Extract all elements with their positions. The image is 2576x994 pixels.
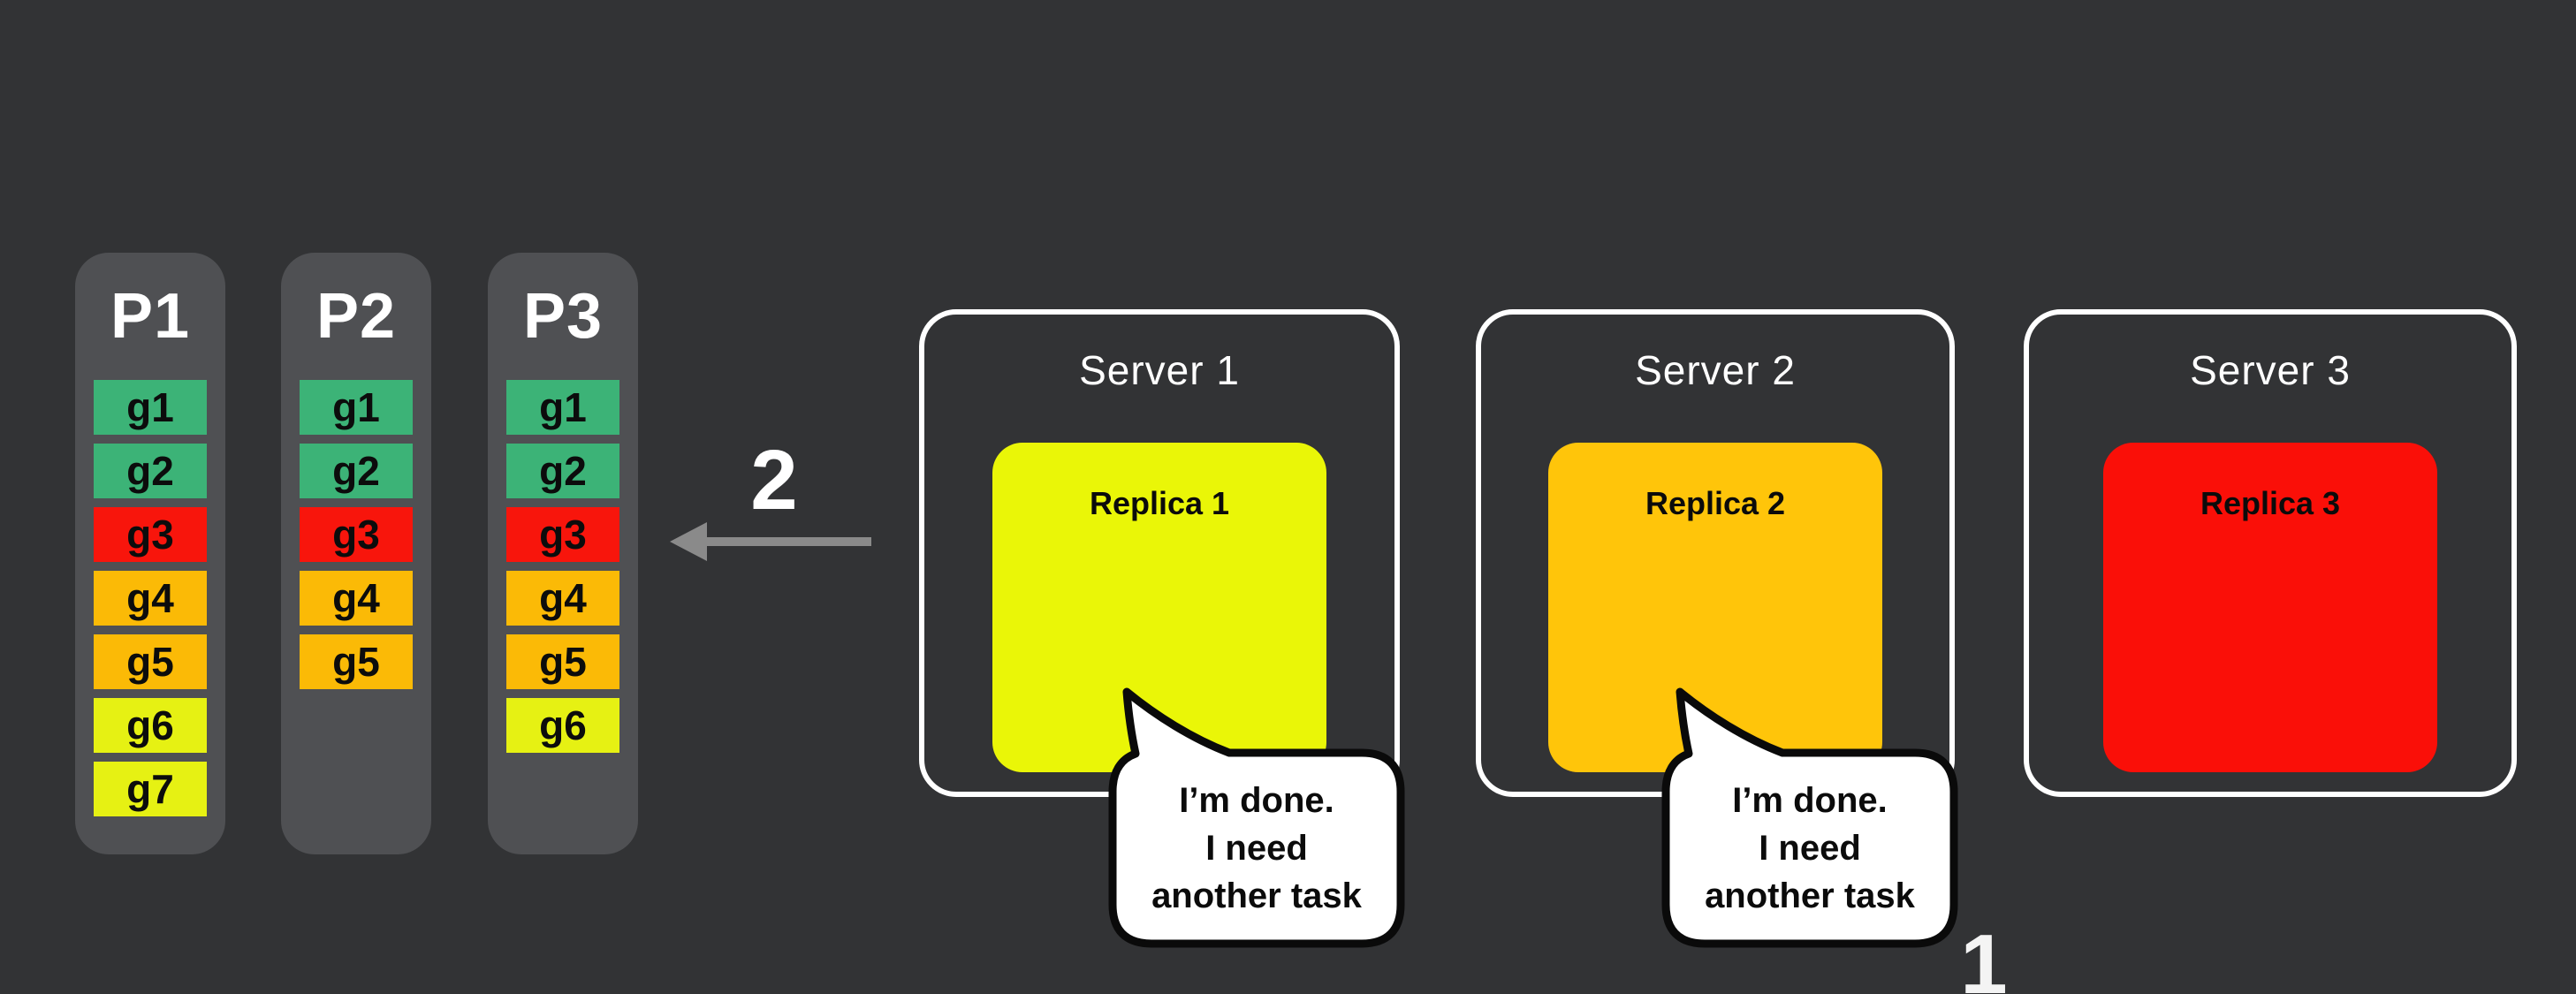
task-cell: g1 (506, 380, 619, 435)
bubble-line: another task (1151, 876, 1362, 915)
partition-title: P2 (315, 281, 397, 352)
speech-bubble-replica-1: I’m done. I need another task (1107, 687, 1408, 952)
task-cell: g1 (94, 380, 207, 435)
task-list: g1 g2 g3 g4 g5 (281, 380, 431, 689)
bubble-line: I need (1759, 829, 1861, 868)
speech-bubble-text: I’m done. I need another task (1666, 753, 1954, 944)
task-cell: g2 (94, 444, 207, 498)
task-cell: g5 (94, 634, 207, 689)
bubble-line: I’m done. (1732, 781, 1888, 820)
task-cell: g5 (300, 634, 413, 689)
task-cell: g6 (94, 698, 207, 753)
task-list: g1 g2 g3 g4 g5 g6 g7 (75, 380, 225, 816)
task-cell: g4 (506, 571, 619, 626)
speech-bubble-text: I’m done. I need another task (1113, 753, 1401, 944)
server-title: Server 2 (1635, 347, 1796, 393)
partition-title: P3 (522, 281, 604, 352)
server-title: Server 1 (1079, 347, 1240, 393)
partition-title: P1 (110, 281, 191, 352)
task-cell: g3 (506, 507, 619, 562)
bubble-line: I’m done. (1179, 781, 1334, 820)
task-cell: g5 (506, 634, 619, 689)
speech-bubble-shape (1661, 687, 1958, 948)
server-3-box: Server 3 Replica 3 (2024, 309, 2517, 797)
step-1-label: 1 (1960, 917, 2008, 994)
task-cell: g1 (300, 380, 413, 435)
task-cell: g7 (94, 762, 207, 816)
task-cell: g2 (506, 444, 619, 498)
bubble-line: I need (1205, 829, 1308, 868)
partition-column-p2: P2 g1 g2 g3 g4 g5 (281, 253, 431, 854)
task-cell: g4 (94, 571, 207, 626)
replica-3-block: Replica 3 (2103, 443, 2437, 772)
task-cell: g3 (94, 507, 207, 562)
task-cell: g2 (300, 444, 413, 498)
task-list: g1 g2 g3 g4 g5 g6 (488, 380, 638, 753)
left-arrow-icon (670, 522, 707, 561)
task-cell: g3 (300, 507, 413, 562)
replica-label: Replica 2 (1645, 485, 1786, 521)
bubble-line: another task (1705, 876, 1915, 915)
speech-bubble-shape (1108, 687, 1405, 948)
step-2-label: 2 (750, 433, 798, 527)
replica-label: Replica 3 (2200, 485, 2341, 521)
partition-column-p1: P1 g1 g2 g3 g4 g5 g6 g7 (75, 253, 225, 854)
left-arrow-shaft (703, 537, 871, 546)
partition-column-p3: P3 g1 g2 g3 g4 g5 g6 (488, 253, 638, 854)
server-title: Server 3 (2190, 347, 2351, 393)
replica-label: Replica 1 (1089, 485, 1230, 521)
task-cell: g4 (300, 571, 413, 626)
task-cell: g6 (506, 698, 619, 753)
speech-bubble-replica-2: I’m done. I need another task (1660, 687, 1961, 952)
